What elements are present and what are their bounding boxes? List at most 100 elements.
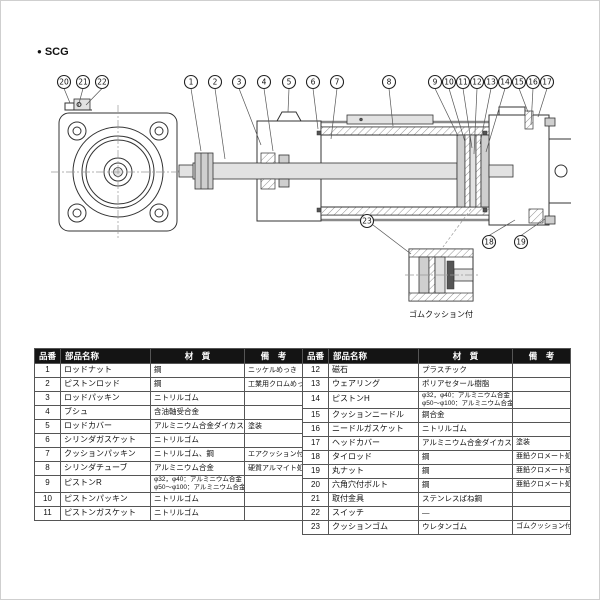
callout-balloon-20: 20 (56, 74, 72, 104)
callout-balloon-17: 17 (537, 74, 555, 118)
callout-balloon-11: 11 (455, 74, 473, 149)
svg-text:5: 5 (287, 78, 292, 87)
svg-text:10: 10 (444, 78, 454, 87)
head-cover-port (498, 106, 526, 116)
parts-rows-left: 1ロッドナット鋼ニッケルめっき2ピストンロッド鋼工業用クロムめっき3ロッドパッキ… (34, 363, 303, 521)
part-note (512, 391, 571, 409)
callout-balloon-23: 23 (359, 213, 412, 255)
front-view (51, 98, 185, 239)
parts-table-right-head: 品番 部品名称 材 質 備 考 (302, 348, 571, 364)
part-name: ピストンロッド (60, 377, 151, 392)
svg-text:19: 19 (516, 238, 526, 247)
piston-assembly (456, 134, 514, 208)
svg-text:8: 8 (387, 78, 392, 87)
part-name: ウェアリング (328, 377, 419, 392)
part-note (512, 505, 571, 521)
col-header-name: 部品名称 (328, 348, 419, 364)
callout-balloon-1: 1 (183, 74, 202, 152)
part-material: 鋼 (418, 477, 513, 493)
detail-caption: ゴムクッション付 (409, 309, 473, 319)
part-material: — (418, 505, 513, 521)
side-view (177, 106, 571, 226)
part-name: クッションゴム (328, 519, 419, 535)
callout-balloon-3: 3 (231, 74, 262, 146)
col-header-name: 部品名称 (60, 348, 151, 364)
callout-balloon-2: 2 (207, 74, 226, 160)
table-row: 20六角穴付ボルト鋼亜鉛クロメート処理 (302, 477, 571, 493)
svg-text:17: 17 (542, 78, 552, 87)
part-material: 鋼 (418, 463, 513, 479)
part-name: ロッドカバー (60, 419, 151, 434)
switch-led (359, 117, 363, 122)
part-note (244, 505, 303, 521)
svg-text:7: 7 (335, 78, 340, 87)
series-label: ● SCG (37, 46, 69, 58)
col-header-no: 品番 (34, 348, 61, 364)
part-no: 15 (302, 407, 329, 423)
callout-balloon-12: 12 (469, 74, 485, 155)
part-note: 工業用クロムめっき (244, 377, 303, 392)
part-note: 亜鉛クロメート処理 (512, 477, 571, 493)
part-no: 9 (34, 475, 61, 493)
part-name: ブシュ (60, 405, 151, 420)
cushion-valve (528, 208, 544, 224)
round-nut-top (544, 117, 556, 127)
part-name: ニードルガスケット (328, 421, 419, 437)
part-note (244, 475, 303, 493)
part-name: ロッドナット (60, 363, 151, 378)
callout-balloon-22: 22 (85, 74, 110, 106)
col-header-note: 備 考 (512, 348, 571, 364)
part-note: ニッケルめっき (244, 363, 303, 378)
part-material: プラスチック (418, 363, 513, 378)
part-material: アルミニウム合金 (150, 461, 245, 476)
callout-balloon-18: 18 (481, 219, 516, 250)
part-material: ニトリルゴム (418, 421, 513, 437)
table-row: 18タイロッド鋼亜鉛クロメート処理 (302, 449, 571, 465)
part-material: アルミニウム合金ダイカスト (150, 419, 245, 434)
part-no: 12 (302, 363, 329, 378)
col-header-material: 材 質 (150, 348, 245, 364)
part-no: 18 (302, 449, 329, 465)
cushion-needle (524, 110, 534, 130)
part-material: 鋼 (150, 377, 245, 392)
part-no: 21 (302, 491, 329, 507)
part-no: 6 (34, 433, 61, 448)
svg-text:20: 20 (59, 78, 69, 87)
svg-text:2: 2 (213, 78, 218, 87)
part-name: シリンダチューブ (60, 461, 151, 476)
part-note: 硬質アルマイト処理 (244, 461, 303, 476)
table-row: 19丸ナット鋼亜鉛クロメート処理 (302, 463, 571, 479)
callout-balloon-14: 14 (485, 74, 513, 153)
callout-balloon-5: 5 (281, 74, 297, 113)
callout-balloon-21: 21 (75, 74, 91, 108)
svg-text:4: 4 (262, 78, 267, 87)
part-name: タイロッド (328, 449, 419, 465)
part-name: クッションパッキン (60, 447, 151, 462)
part-material: ニトリルゴム (150, 505, 245, 521)
part-name: ピストンパッキン (60, 491, 151, 507)
part-note (244, 391, 303, 406)
part-no: 7 (34, 447, 61, 462)
detail-view: ゴムクッション付 (405, 248, 479, 319)
svg-text:6: 6 (311, 78, 316, 87)
svg-text:12: 12 (472, 78, 482, 87)
cylinder-diagram: ゴムクッション付 20 21 22 1 2 3 4 5 6 7 8 9 10 1… (51, 74, 571, 319)
part-no: 11 (34, 505, 61, 521)
part-material: ポリアセタール樹脂 (418, 377, 513, 392)
part-note (512, 421, 571, 437)
part-no: 19 (302, 463, 329, 479)
part-no: 22 (302, 505, 329, 521)
